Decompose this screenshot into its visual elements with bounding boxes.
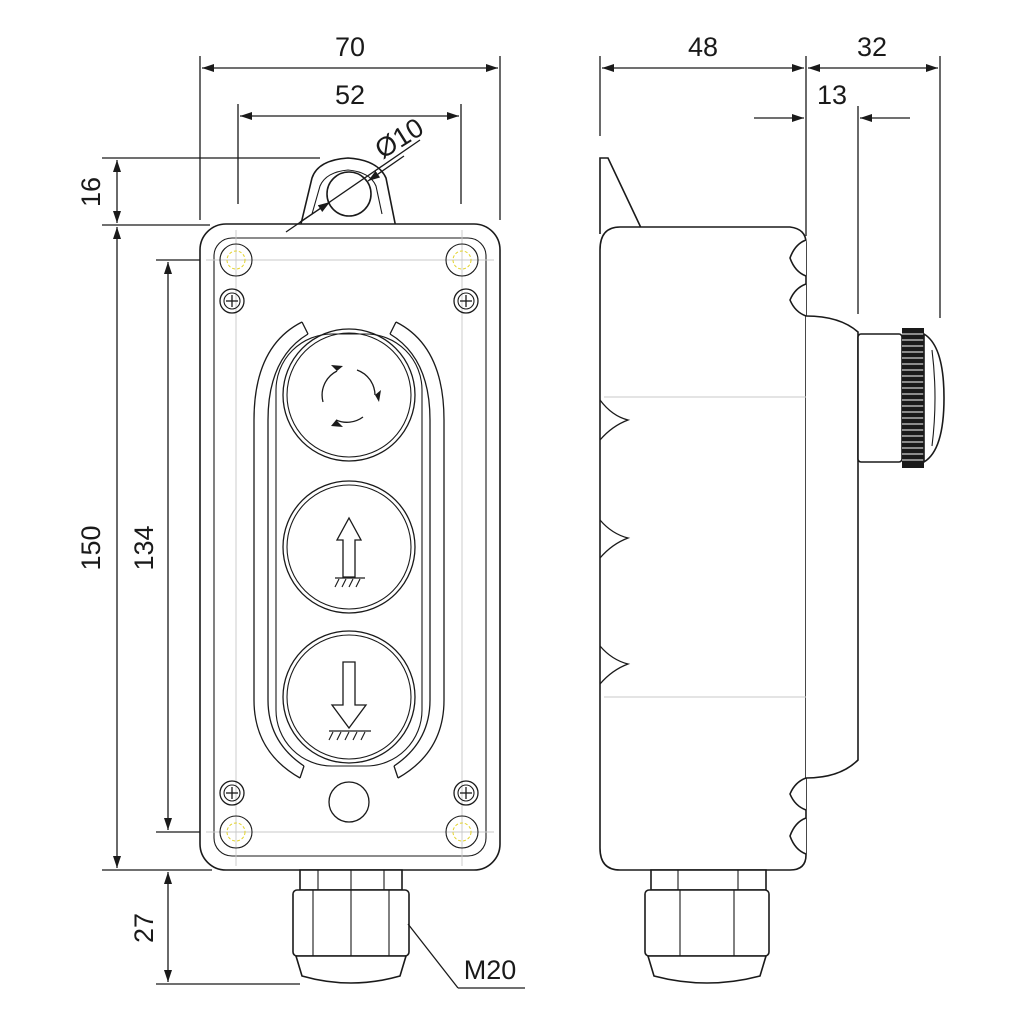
overall-height-label: 150	[76, 525, 106, 570]
button-down	[282, 630, 416, 764]
eyelet-height-label: 16	[76, 177, 106, 207]
button-guard	[253, 321, 445, 779]
button-up	[282, 480, 416, 614]
gland-length-label: 27	[129, 913, 159, 943]
dimension-eyelet-height: 16	[76, 157, 320, 226]
cable-gland	[292, 869, 410, 984]
side-button-collar	[805, 315, 859, 779]
screw-icon	[453, 780, 479, 806]
screw-icon	[219, 288, 245, 314]
mounting-hole-top-right	[445, 243, 479, 277]
rotate-arrows-icon	[321, 365, 381, 427]
dimension-button-protrusion: 32	[808, 32, 941, 318]
screw-icon	[453, 288, 479, 314]
dimension-gland-length: 27	[129, 872, 300, 985]
side-hanger-tab	[599, 157, 643, 234]
side-stop-knob	[857, 328, 945, 468]
collar-depth-label: 13	[817, 80, 847, 110]
arrow-up-icon	[334, 516, 365, 588]
button-rotate	[282, 328, 416, 462]
leader-gland-thread: M20	[407, 923, 525, 989]
housing-outline	[199, 223, 501, 871]
side-mounting-lugs	[789, 239, 807, 855]
hanging-eyelet	[298, 157, 397, 229]
button-protrusion-label: 32	[857, 32, 887, 62]
front-view: 70 52 Ø10 16 150	[76, 32, 525, 989]
mounting-hole-bottom-left	[219, 815, 253, 849]
dimension-overall-width: 70	[199, 32, 501, 220]
side-housing-outline	[599, 226, 807, 871]
overall-width-label: 70	[335, 32, 365, 62]
mounting-hole-top-left	[219, 243, 253, 277]
body-depth-label: 48	[688, 32, 718, 62]
housing-inner-outline	[213, 237, 487, 857]
side-cable-gland	[644, 869, 770, 984]
eyelet-diameter-label: Ø10	[370, 112, 429, 164]
indicator-lamp	[328, 781, 370, 823]
dimension-body-depth: 48	[599, 32, 807, 236]
dimension-hole-spacing-width: 52	[237, 80, 462, 204]
side-view: 48 32 13	[599, 32, 945, 984]
arrow-down-icon	[328, 661, 371, 741]
mounting-hole-bottom-right	[445, 815, 479, 849]
dimension-overall-height: 150	[76, 227, 212, 871]
side-back-ribs	[599, 399, 631, 685]
hole-spacing-width-label: 52	[335, 80, 365, 110]
screw-icon	[219, 780, 245, 806]
dimension-collar-depth: 13	[754, 80, 910, 314]
hole-spacing-height-label: 134	[129, 525, 159, 570]
gland-thread-label: M20	[464, 955, 517, 985]
dimension-hole-spacing-height: 134	[129, 259, 200, 833]
